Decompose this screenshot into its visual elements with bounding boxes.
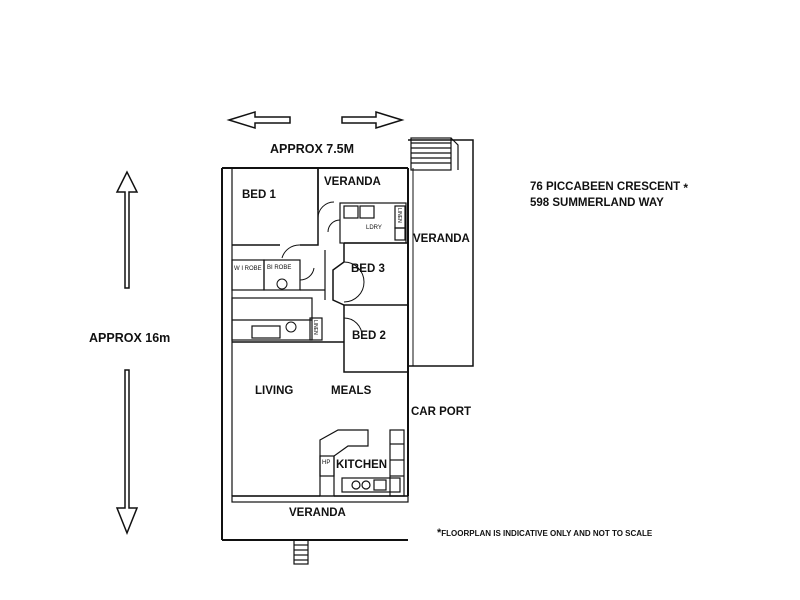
arrow-up-icon xyxy=(115,170,139,289)
laundry-walls xyxy=(327,202,407,244)
width-arrow xyxy=(226,110,405,130)
bed1-walls xyxy=(232,168,335,259)
room-veranda-top: VERANDA xyxy=(324,176,381,188)
room-linen-laundry: LINEN xyxy=(396,208,402,223)
side-veranda-outline xyxy=(408,139,474,367)
room-veranda-side: VERANDA xyxy=(413,233,470,245)
room-ldry: LDRY xyxy=(366,225,382,231)
room-bi-robe: BI ROBE xyxy=(267,265,292,271)
outer-walls xyxy=(221,167,409,541)
room-bed3: BED 3 xyxy=(351,263,385,275)
room-veranda-bottom: VERANDA xyxy=(289,507,346,519)
arrow-left-icon xyxy=(226,110,291,130)
disclaimer-star-mark: * xyxy=(437,527,442,539)
bed2-walls xyxy=(232,305,408,373)
arrow-right-icon xyxy=(341,110,405,130)
address-line-1-text: 76 PICCABEEN CRESCENT xyxy=(530,181,681,193)
room-bed1: BED 1 xyxy=(242,189,276,201)
address-star-mark: * xyxy=(683,181,689,195)
disclaimer: *FLOORPLAN IS INDICATIVE ONLY AND NOT TO… xyxy=(437,528,652,539)
disclaimer-text: FLOORPLAN IS INDICATIVE ONLY AND NOT TO … xyxy=(441,529,653,538)
front-stairs xyxy=(293,539,309,565)
room-wi-robe: W I ROBE xyxy=(234,266,262,272)
height-arrow xyxy=(115,170,139,536)
width-dimension-label: APPROX 7.5M xyxy=(270,142,355,156)
room-living: LIVING xyxy=(255,385,294,397)
room-meals: MEALS xyxy=(331,385,372,397)
room-linen-bath: LINEN xyxy=(312,320,318,335)
rear-stairs xyxy=(410,137,459,171)
room-car-port: CAR PORT xyxy=(411,406,472,418)
room-kitchen: KITCHEN xyxy=(336,459,388,471)
arrow-down-icon xyxy=(115,369,139,536)
height-dimension-label: APPROX 16m xyxy=(89,331,171,345)
room-bed2: BED 2 xyxy=(352,330,386,342)
robe-walls xyxy=(231,250,326,300)
front-veranda xyxy=(231,495,409,503)
address-line-1: 76 PICCABEEN CRESCENT * xyxy=(530,181,689,195)
bathroom-walls xyxy=(231,297,323,341)
bed3-walls xyxy=(332,242,408,306)
room-hp: HP xyxy=(322,460,331,466)
address-line-2: 598 SUMMERLAND WAY xyxy=(530,197,664,209)
